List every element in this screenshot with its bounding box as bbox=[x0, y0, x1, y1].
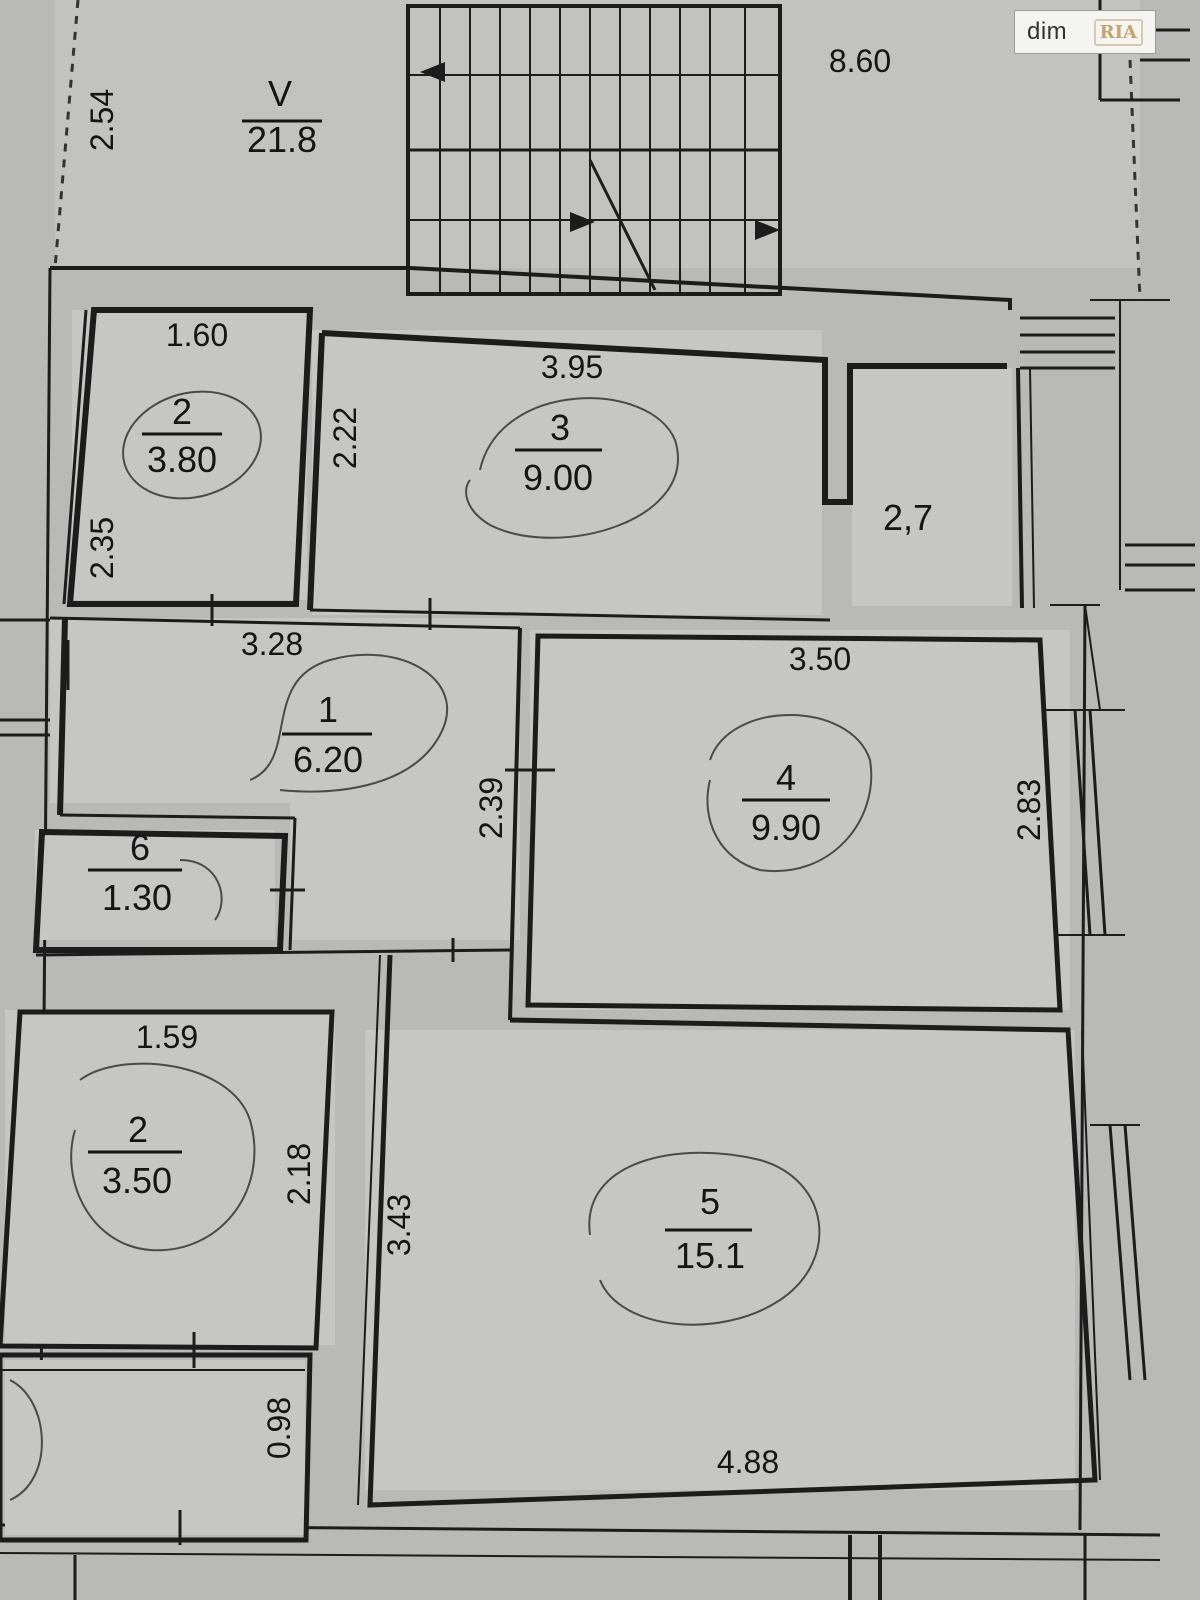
room-area-1: 6.20 bbox=[293, 739, 363, 780]
common-area-fill bbox=[55, 0, 1140, 268]
dim-room3-width: 3.95 bbox=[541, 349, 603, 385]
room-number-2b: 2 bbox=[128, 1109, 148, 1150]
room-fills bbox=[5, 310, 1075, 1535]
room-number-1: 1 bbox=[318, 689, 338, 730]
room-number-3: 3 bbox=[550, 407, 570, 448]
room-number-v: V bbox=[268, 73, 292, 114]
staircase bbox=[406, 4, 782, 296]
room-area-6: 1.30 bbox=[102, 877, 172, 918]
room-number-6: 6 bbox=[130, 827, 150, 868]
fraction-bars bbox=[88, 119, 830, 1232]
dim-room4-width: 3.50 bbox=[789, 641, 851, 677]
dim-room1-width: 3.28 bbox=[241, 626, 303, 662]
dim-room2a-width: 1.60 bbox=[166, 317, 228, 353]
room-number-4: 4 bbox=[776, 757, 796, 798]
area-pencil-circles bbox=[9, 390, 873, 1501]
interior-walls bbox=[0, 307, 1147, 1600]
dim-room2a-height: 2.35 bbox=[84, 517, 120, 579]
stair-arrow-icon bbox=[570, 212, 595, 232]
dim-room2b-height: 2.18 bbox=[281, 1143, 317, 1205]
watermark-brand: dim bbox=[1027, 18, 1068, 45]
dim-room5-height: 3.43 bbox=[381, 1194, 417, 1256]
stair-arrow-icon bbox=[755, 220, 780, 240]
window-right bbox=[1020, 0, 1195, 592]
watermark: dim RIA bbox=[1014, 10, 1156, 54]
dim-top-left-height: 2.54 bbox=[84, 89, 120, 151]
dim-room5-width: 4.88 bbox=[717, 1444, 779, 1480]
door-markers bbox=[66, 594, 555, 1545]
room-area-v: 21.8 bbox=[247, 119, 317, 160]
dim-room1-height: 2.39 bbox=[473, 777, 509, 839]
dim-room2b-width: 1.59 bbox=[136, 1019, 198, 1055]
room-number-5: 5 bbox=[700, 1181, 720, 1222]
room-area-4: 9.90 bbox=[751, 807, 821, 848]
dim-lower-left-height: 0.98 bbox=[261, 1397, 297, 1459]
room-area-2a: 3.80 bbox=[147, 439, 217, 480]
closet-area: 2,7 bbox=[883, 497, 933, 538]
dim-room4-height: 2.83 bbox=[1011, 779, 1047, 841]
stair-arrow-icon bbox=[420, 62, 445, 82]
room-area-5: 15.1 bbox=[675, 1235, 745, 1276]
dim-top-right-width: 8.60 bbox=[829, 43, 891, 79]
room-number-2a: 2 bbox=[172, 391, 192, 432]
ria-logo-icon: RIA bbox=[1093, 18, 1143, 46]
room-area-3: 9.00 bbox=[523, 457, 593, 498]
room-area-2b: 3.50 bbox=[102, 1160, 172, 1201]
dim-room3-height: 2.22 bbox=[327, 407, 363, 469]
